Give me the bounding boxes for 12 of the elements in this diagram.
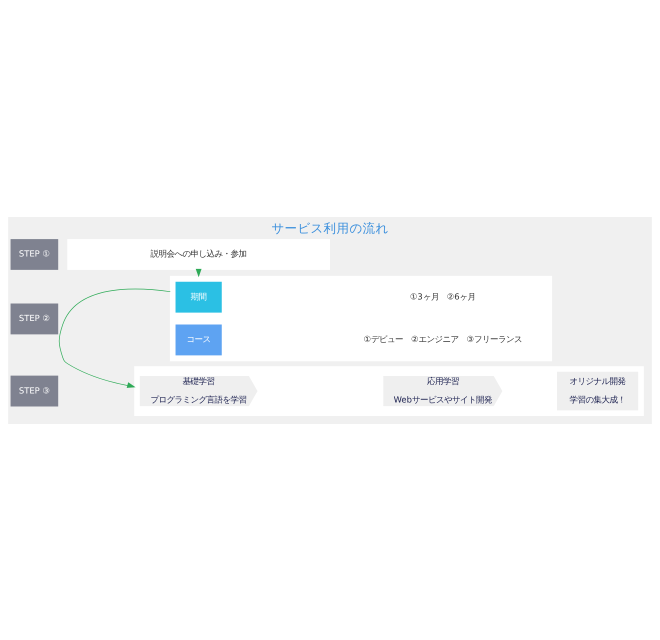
diagram-title: サービス利用の流れ	[272, 220, 388, 236]
node-box: コース	[176, 324, 222, 355]
node-box: STEP ①	[10, 238, 58, 270]
arrow	[58, 288, 171, 388]
cluster	[170, 275, 552, 361]
node-text: ①3ヶ月 ②6ヶ月	[410, 290, 476, 301]
node-box: 期間	[176, 281, 222, 312]
node-box: STEP ②	[10, 303, 58, 334]
node-box: 説明会への申し込み・参加	[67, 238, 330, 270]
cluster	[134, 366, 644, 416]
node-text: ①デビュー ②エンジニア ③フリーランス	[363, 334, 522, 344]
node-box: STEP ③	[10, 375, 58, 406]
